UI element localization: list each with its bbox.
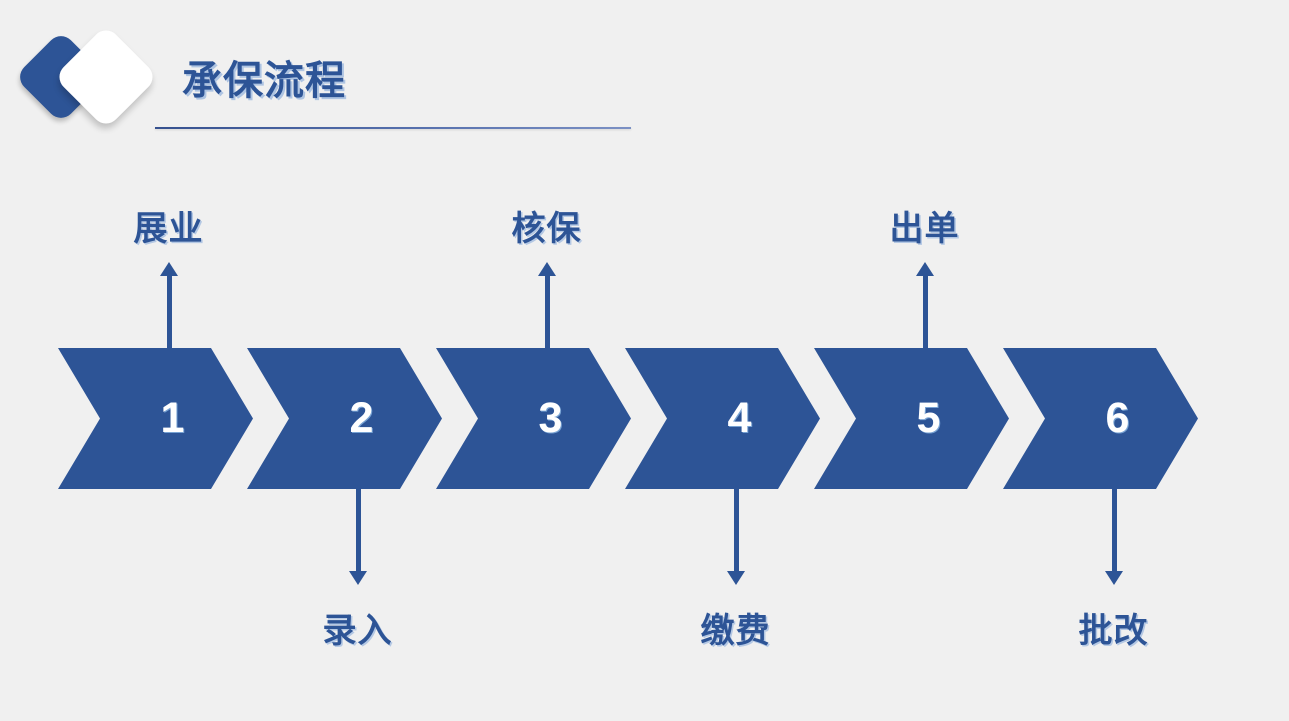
arrow-stem [1111,489,1117,573]
arrow-stem [166,274,172,348]
connector-arrow-5 [913,262,937,348]
step-number: 4 [727,394,752,442]
connector-arrow-6 [1102,489,1126,585]
arrow-stem [355,489,361,573]
slide-header: 承保流程 [0,0,1289,150]
connector-arrow-4 [724,489,748,585]
arrow-stem [544,274,550,348]
page-title: 承保流程 [182,59,346,103]
arrow-head-icon [915,262,934,276]
step-number: 1 [160,394,185,442]
arrow-head-icon [726,571,745,585]
arrow-stem [733,489,739,573]
connector-arrow-1 [157,262,181,348]
step-label-2: 录入 [322,612,393,650]
step-number: 3 [538,394,563,442]
title-underline [155,127,631,129]
arrow-stem [922,274,928,348]
arrow-head-icon [348,571,367,585]
process-step-2[interactable]: 2 [247,348,442,489]
step-label-1: 展业 [133,210,204,248]
step-label-4: 缴费 [700,612,771,650]
process-step-4[interactable]: 4 [625,348,820,489]
process-step-1[interactable]: 1 [58,348,253,489]
connector-arrow-3 [535,262,559,348]
step-label-3: 核保 [511,210,582,248]
process-step-6[interactable]: 6 [1003,348,1198,489]
step-number: 5 [916,394,941,442]
connector-arrow-2 [346,489,370,585]
step-number: 6 [1105,394,1130,442]
arrow-head-icon [537,262,556,276]
arrow-head-icon [1104,571,1123,585]
arrow-head-icon [159,262,178,276]
step-label-6: 批改 [1078,612,1149,650]
step-number: 2 [349,394,374,442]
step-label-5: 出单 [889,210,960,248]
process-step-5[interactable]: 5 [814,348,1009,489]
process-step-3[interactable]: 3 [436,348,631,489]
